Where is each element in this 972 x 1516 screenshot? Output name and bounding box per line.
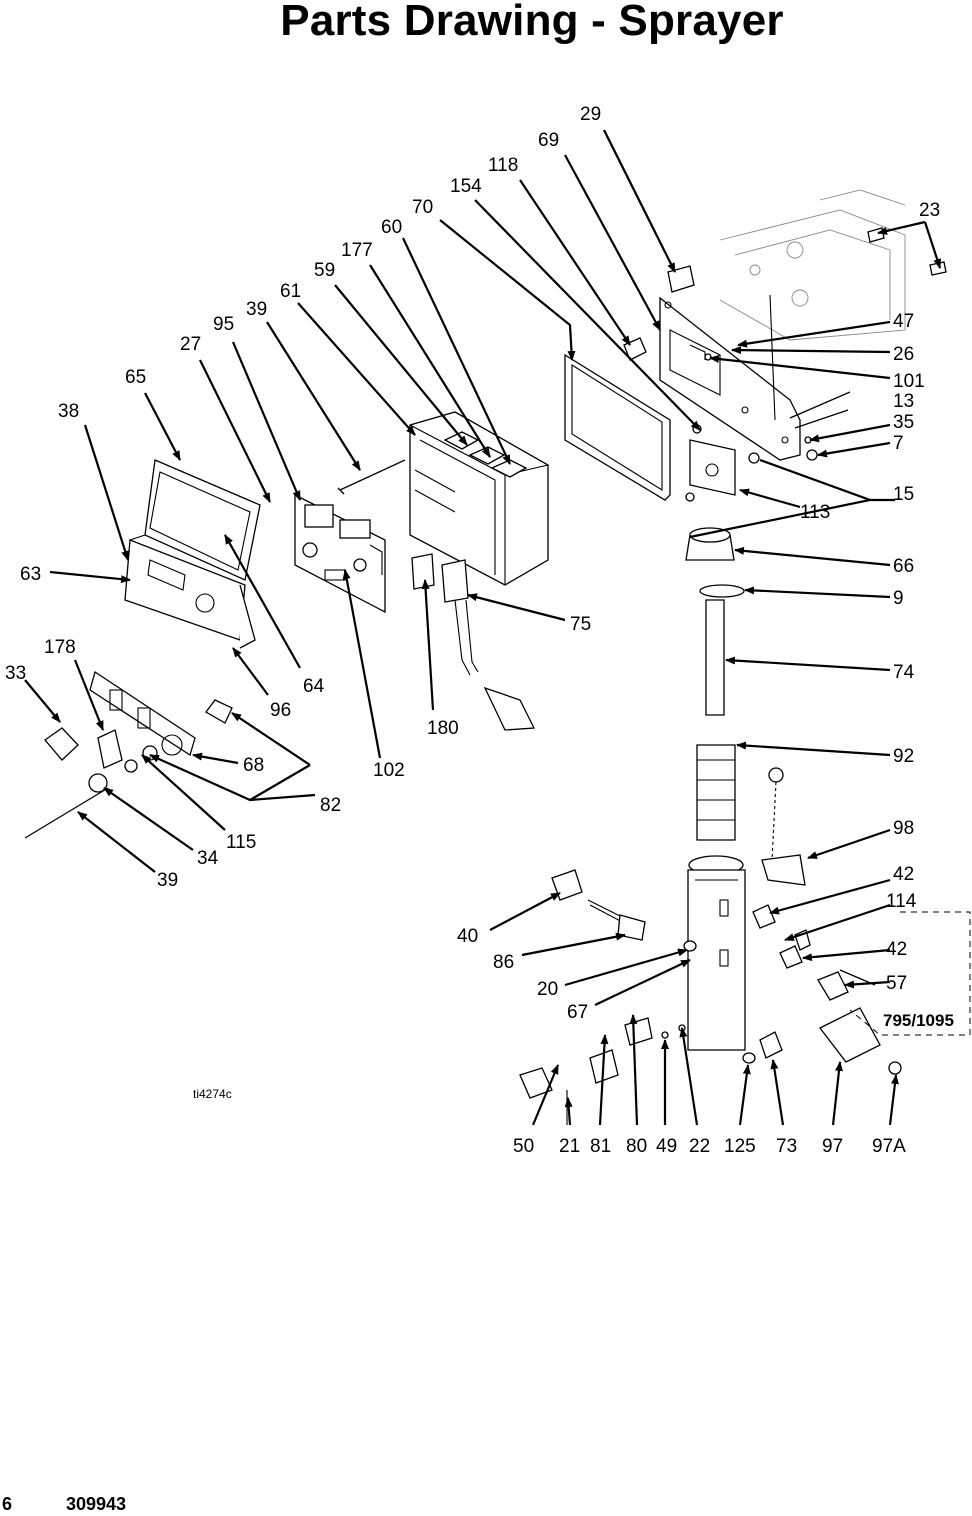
callout-68: 68 (243, 755, 264, 776)
callout-154: 154 (450, 176, 482, 197)
callout-97: 97 (822, 1136, 843, 1157)
callout-26: 26 (893, 344, 914, 365)
filter-assembly (685, 439, 760, 1051)
callout-115: 115 (226, 832, 256, 853)
callout-113: 113 (800, 502, 830, 523)
callout-118: 118 (488, 155, 518, 176)
callout-177: 177 (341, 240, 373, 261)
callout-180: 180 (427, 718, 459, 739)
callout-34: 34 (197, 848, 219, 869)
switch-plate (89, 670, 196, 757)
circuit-board (294, 493, 386, 614)
frame-background (719, 189, 906, 341)
callout-81: 81 (590, 1136, 611, 1157)
callout-57: 57 (886, 973, 907, 994)
callout-86: 86 (493, 952, 514, 973)
page-number: 6 (2, 1494, 13, 1514)
callout-7: 7 (893, 433, 904, 454)
screw-long (337, 459, 406, 495)
callout-70: 70 (412, 197, 433, 218)
callout-23: 23 (919, 200, 940, 221)
callout-39a: 39 (246, 299, 267, 320)
callout-42a: 42 (893, 864, 914, 885)
callout-15: 15 (893, 484, 914, 505)
callout-98: 98 (893, 818, 914, 839)
callout-125: 125 (724, 1136, 756, 1157)
callout-69: 69 (538, 130, 559, 151)
callout-102: 102 (373, 760, 405, 781)
callout-47: 47 (893, 311, 914, 332)
callout-96: 96 (270, 700, 291, 721)
callout-80: 80 (626, 1136, 647, 1157)
callout-74: 74 (893, 662, 915, 683)
callout-labels: 29 69 118 154 70 60 177 59 61 39 95 27 6… (5, 104, 954, 1157)
switches (24, 699, 233, 839)
callout-97A: 97A (872, 1136, 906, 1157)
callout-178: 178 (44, 637, 76, 658)
callout-13: 13 (893, 391, 914, 412)
callout-63: 63 (20, 564, 41, 585)
mounting-plate (659, 265, 801, 461)
gasket-cover (564, 353, 671, 501)
callout-101: 101 (893, 371, 925, 392)
callout-95: 95 (213, 314, 234, 335)
front-panel (124, 459, 261, 649)
callout-42b: 42 (886, 939, 907, 960)
callout-35: 35 (893, 412, 914, 433)
callout-82: 82 (320, 795, 341, 816)
callout-67: 67 (567, 1002, 588, 1023)
callout-21: 21 (559, 1136, 580, 1157)
callout-65: 65 (125, 367, 146, 388)
callout-29: 29 (580, 104, 601, 125)
page-title: Parts Drawing - Sprayer (280, 0, 784, 45)
callout-92: 92 (893, 746, 914, 767)
callout-9: 9 (893, 588, 904, 609)
cord (411, 553, 536, 731)
callout-66: 66 (893, 556, 914, 577)
callout-49: 49 (656, 1136, 677, 1157)
callout-20: 20 (537, 979, 558, 1000)
model-outline (849, 911, 971, 1036)
callout-61: 61 (280, 281, 301, 302)
callout-27: 27 (180, 334, 201, 355)
callout-73: 73 (776, 1136, 797, 1157)
bale (761, 767, 806, 886)
callout-39b: 39 (157, 870, 178, 891)
leader-lines (24, 129, 942, 1126)
document-number: 309943 (66, 1494, 127, 1514)
callout-38: 38 (58, 401, 79, 422)
callout-50: 50 (513, 1136, 534, 1157)
callout-60: 60 (381, 217, 402, 238)
callout-64: 64 (303, 676, 325, 697)
model-note: 795/1095 (883, 1011, 954, 1030)
callout-75: 75 (570, 614, 591, 635)
callout-22: 22 (689, 1136, 710, 1157)
drawing-id: ti4274c (193, 1087, 232, 1101)
control-box (409, 411, 549, 586)
callout-59: 59 (314, 260, 335, 281)
callout-33: 33 (5, 663, 26, 684)
callout-40: 40 (457, 926, 478, 947)
callout-114: 114 (886, 891, 917, 912)
